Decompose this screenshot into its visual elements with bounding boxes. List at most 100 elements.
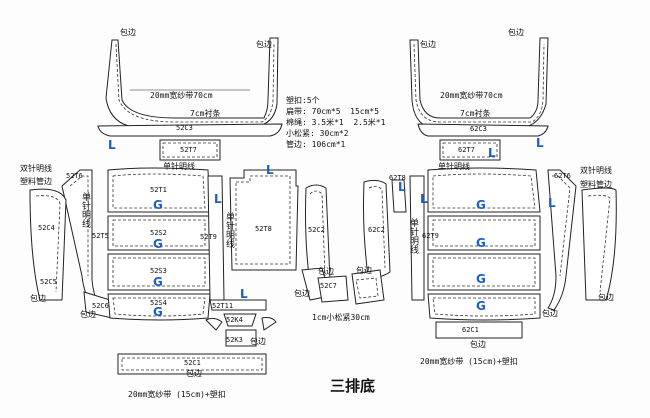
label-52t7: 52T7	[180, 146, 197, 154]
piece-62-seat-3	[427, 253, 541, 291]
label-band-right: 20mm宽纱带70cm	[440, 91, 503, 100]
label-62t7: 62T7	[458, 146, 475, 154]
piece-62t8	[391, 179, 407, 213]
label-vert-l2: 单针明线	[224, 212, 234, 248]
grain-l-7: L	[536, 136, 544, 150]
piece-tab-b	[261, 317, 277, 331]
grain-g-3: G	[153, 275, 163, 289]
strap-right-inner	[413, 43, 545, 123]
label-double-l: 双针明线	[20, 164, 52, 173]
label-b8: 包边	[542, 309, 558, 318]
piece-62-seat-1	[427, 167, 541, 213]
label-strip-left: 7cm衬条	[190, 109, 221, 118]
label-52c5: 52C5	[40, 278, 57, 286]
label-62c1: 62C1	[462, 326, 479, 334]
label-strip-right: 7cm衬条	[460, 109, 491, 118]
piece-52c7	[317, 275, 349, 303]
piece-62t7	[439, 139, 501, 161]
label-b3: 包边	[318, 267, 334, 276]
piece-62c1	[435, 321, 523, 339]
piece-tab-a	[205, 317, 223, 331]
notes-block: 塑扣:5个 扁带: 70cm*5 15cm*5 棉绳: 3.5米*1 2.5米*…	[286, 95, 385, 150]
label-52s2: 52S2	[150, 229, 167, 237]
piece-62t6	[547, 169, 577, 311]
label-52t5: 52T5	[92, 232, 109, 240]
label-52t9: 52T9	[200, 233, 217, 241]
piece-62t9	[409, 175, 425, 301]
piece-52k4-lower	[223, 313, 257, 327]
piece-52k3	[225, 329, 257, 347]
piece-small-right-1	[351, 269, 385, 305]
label-62t9: 62T9	[422, 232, 439, 240]
grain-l-6: L	[420, 192, 428, 206]
label-b9: 包边	[470, 340, 486, 349]
label-52s3: 52S3	[150, 267, 167, 275]
piece-62-seat-4	[427, 293, 541, 321]
piece-52c3	[97, 123, 283, 137]
piece-62c3	[417, 123, 549, 137]
piece-62-seat-2	[427, 215, 541, 251]
label-52t8: 52T8	[255, 225, 272, 233]
note-5: 管边: 106cm*1	[286, 140, 346, 149]
label-b5: 包边	[294, 289, 310, 298]
label-vert-l1: 单针明线	[80, 192, 90, 228]
grain-l-9: L	[488, 146, 496, 160]
label-52c4: 52C4	[38, 224, 55, 232]
grain-l-5: L	[398, 180, 406, 194]
note-2: 扁带: 70cm*5 15cm*5	[286, 107, 380, 116]
grain-g-8: G	[476, 299, 486, 313]
label-b-tl2: 包边	[256, 40, 272, 49]
label-band-bottom-right: 20mm宽纱带 (15cm)+塑扣	[420, 357, 518, 366]
piece-52s4	[107, 293, 211, 321]
label-b4: 包边	[356, 266, 372, 275]
strap-left-inner	[115, 43, 275, 123]
label-double-r: 双针明线	[580, 166, 612, 175]
grain-l-2: L	[266, 163, 274, 177]
label-plastic-r: 塑料管边	[580, 180, 612, 189]
label-b-tl1: 包边	[120, 28, 136, 37]
label-b-tr2: 包边	[508, 28, 524, 37]
label-band-bottom-left: 20mm宽纱带 (15cm)+塑扣	[128, 390, 226, 399]
label-b7: 包边	[598, 293, 614, 302]
grain-l-4: L	[240, 287, 248, 301]
label-b-tr1: 包边	[420, 40, 436, 49]
label-band-left: 20mm宽纱带70cm	[150, 91, 213, 100]
note-3: 棉绳: 3.5米*1 2.5米*1	[286, 118, 386, 127]
label-52s4: 52S4	[150, 299, 167, 307]
label-b2: 包边	[80, 310, 96, 319]
label-b6: 包边	[250, 337, 266, 346]
label-52k3: 52K3	[226, 336, 243, 344]
grain-g-4: G	[153, 305, 163, 319]
piece-52t7	[159, 139, 221, 161]
label-single-l: 单针明线	[163, 162, 195, 171]
label-single-r: 单针明线	[438, 162, 470, 171]
grain-g-6: G	[476, 236, 486, 250]
label-52t1: 52T1	[150, 186, 167, 194]
label-52c1: 52C1	[184, 359, 201, 367]
label-62c2: 62C2	[368, 226, 385, 234]
label-52k4: 52K4	[226, 316, 243, 324]
label-62t6: 62T6	[554, 172, 571, 180]
grain-g-1: G	[153, 198, 163, 212]
label-b10: 包边	[186, 369, 202, 378]
page-title: 三排底	[330, 377, 376, 395]
grain-g-2: G	[153, 237, 163, 251]
label-62t8: 62T8	[389, 174, 406, 182]
piece-52t11	[209, 299, 267, 311]
label-52t6: 52T6	[66, 172, 83, 180]
label-52t11: 52T11	[212, 302, 234, 310]
label-62c3: 62C3	[470, 125, 487, 133]
label-52c2: 52C2	[308, 226, 325, 234]
piece-52c1	[117, 353, 267, 375]
piece-52t8	[229, 169, 299, 271]
grain-l-1: L	[108, 138, 116, 152]
note-4: 小松紧: 30cm*2	[286, 129, 349, 138]
label-vert-r1: 单针明线	[408, 218, 418, 254]
grain-l-8: L	[548, 196, 556, 210]
label-plastic-l: 塑料管边	[20, 177, 52, 186]
label-52c7: 52C7	[320, 282, 337, 290]
piece-62-curve	[581, 187, 617, 301]
label-b1: 包边	[30, 294, 46, 303]
